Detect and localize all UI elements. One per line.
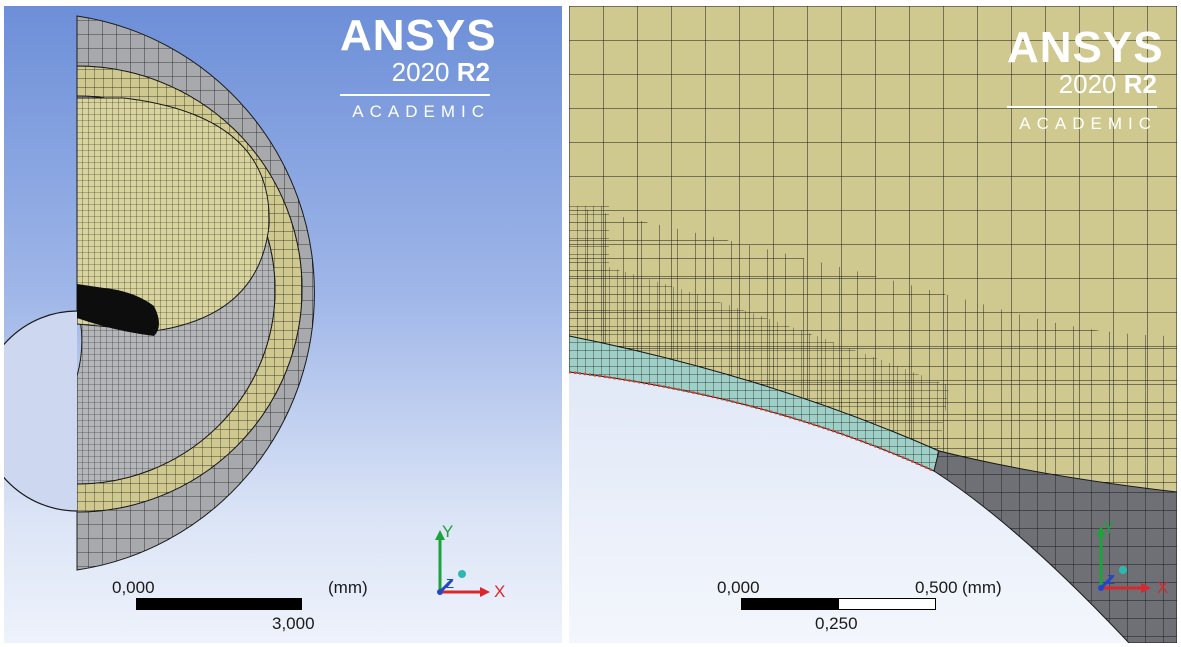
logo-version-year: 2020 — [391, 57, 450, 87]
scale-start-label: 0,000 — [717, 578, 760, 597]
triad-x-label: X — [494, 582, 506, 601]
logo-edition: ACADEMIC — [352, 102, 490, 121]
logo-divider — [1007, 106, 1157, 108]
logo-version-release: R2 — [456, 57, 490, 87]
logo-version: 2020 R2 — [340, 58, 490, 86]
triad-x-label: X — [1157, 578, 1169, 597]
triad-y-label: Y — [442, 522, 454, 541]
scale-bar-black — [741, 598, 839, 610]
triad-z-label: Z — [1107, 572, 1115, 587]
scale-bar — [136, 598, 302, 610]
logo-brand: ANSYS — [1007, 23, 1164, 72]
scale-bar-white — [838, 598, 936, 610]
scale-unit-label: (mm) — [962, 578, 1002, 597]
view-rotation-ball — [1119, 566, 1127, 574]
right-graphics-viewport[interactable]: ANSYS 2020 R2 ACADEMIC 0,000 0,500 (mm) … — [569, 6, 1177, 643]
scale-unit-label: (mm) — [328, 578, 368, 597]
logo-edition: ACADEMIC — [1019, 114, 1157, 133]
logo-divider — [340, 94, 490, 96]
right-mesh-model-zoom[interactable] — [569, 6, 1177, 643]
left-graphics-viewport[interactable]: ANSYS 2020 R2 ACADEMIC 0,000 (mm) 3,000 … — [4, 6, 562, 643]
contact-boundary-marker — [569, 370, 935, 473]
scale-mid-label: 0,250 — [815, 614, 858, 633]
scale-start-label: 0,000 — [112, 578, 155, 597]
scale-end-label: 3,000 — [272, 614, 315, 633]
triad-y-label: Y — [1103, 518, 1115, 537]
left-mesh-model[interactable] — [4, 6, 562, 643]
coordinate-triad-left[interactable] — [428, 522, 508, 602]
logo-brand: ANSYS — [340, 11, 497, 60]
refined-mesh-zone — [77, 284, 159, 336]
logo-version-release: R2 — [1123, 69, 1157, 99]
ansys-logo-right: ANSYS 2020 R2 ACADEMIC — [1007, 23, 1164, 134]
coordinate-triad-right[interactable] — [1089, 518, 1169, 598]
bore-hole — [4, 311, 77, 511]
scale-end-label: 0,500 — [915, 578, 958, 597]
logo-version-year: 2020 — [1058, 69, 1117, 99]
view-rotation-ball — [458, 570, 466, 578]
logo-version: 2020 R2 — [1007, 70, 1157, 98]
ansys-logo-left: ANSYS 2020 R2 ACADEMIC — [340, 11, 497, 122]
triad-z-label: Z — [446, 576, 454, 591]
